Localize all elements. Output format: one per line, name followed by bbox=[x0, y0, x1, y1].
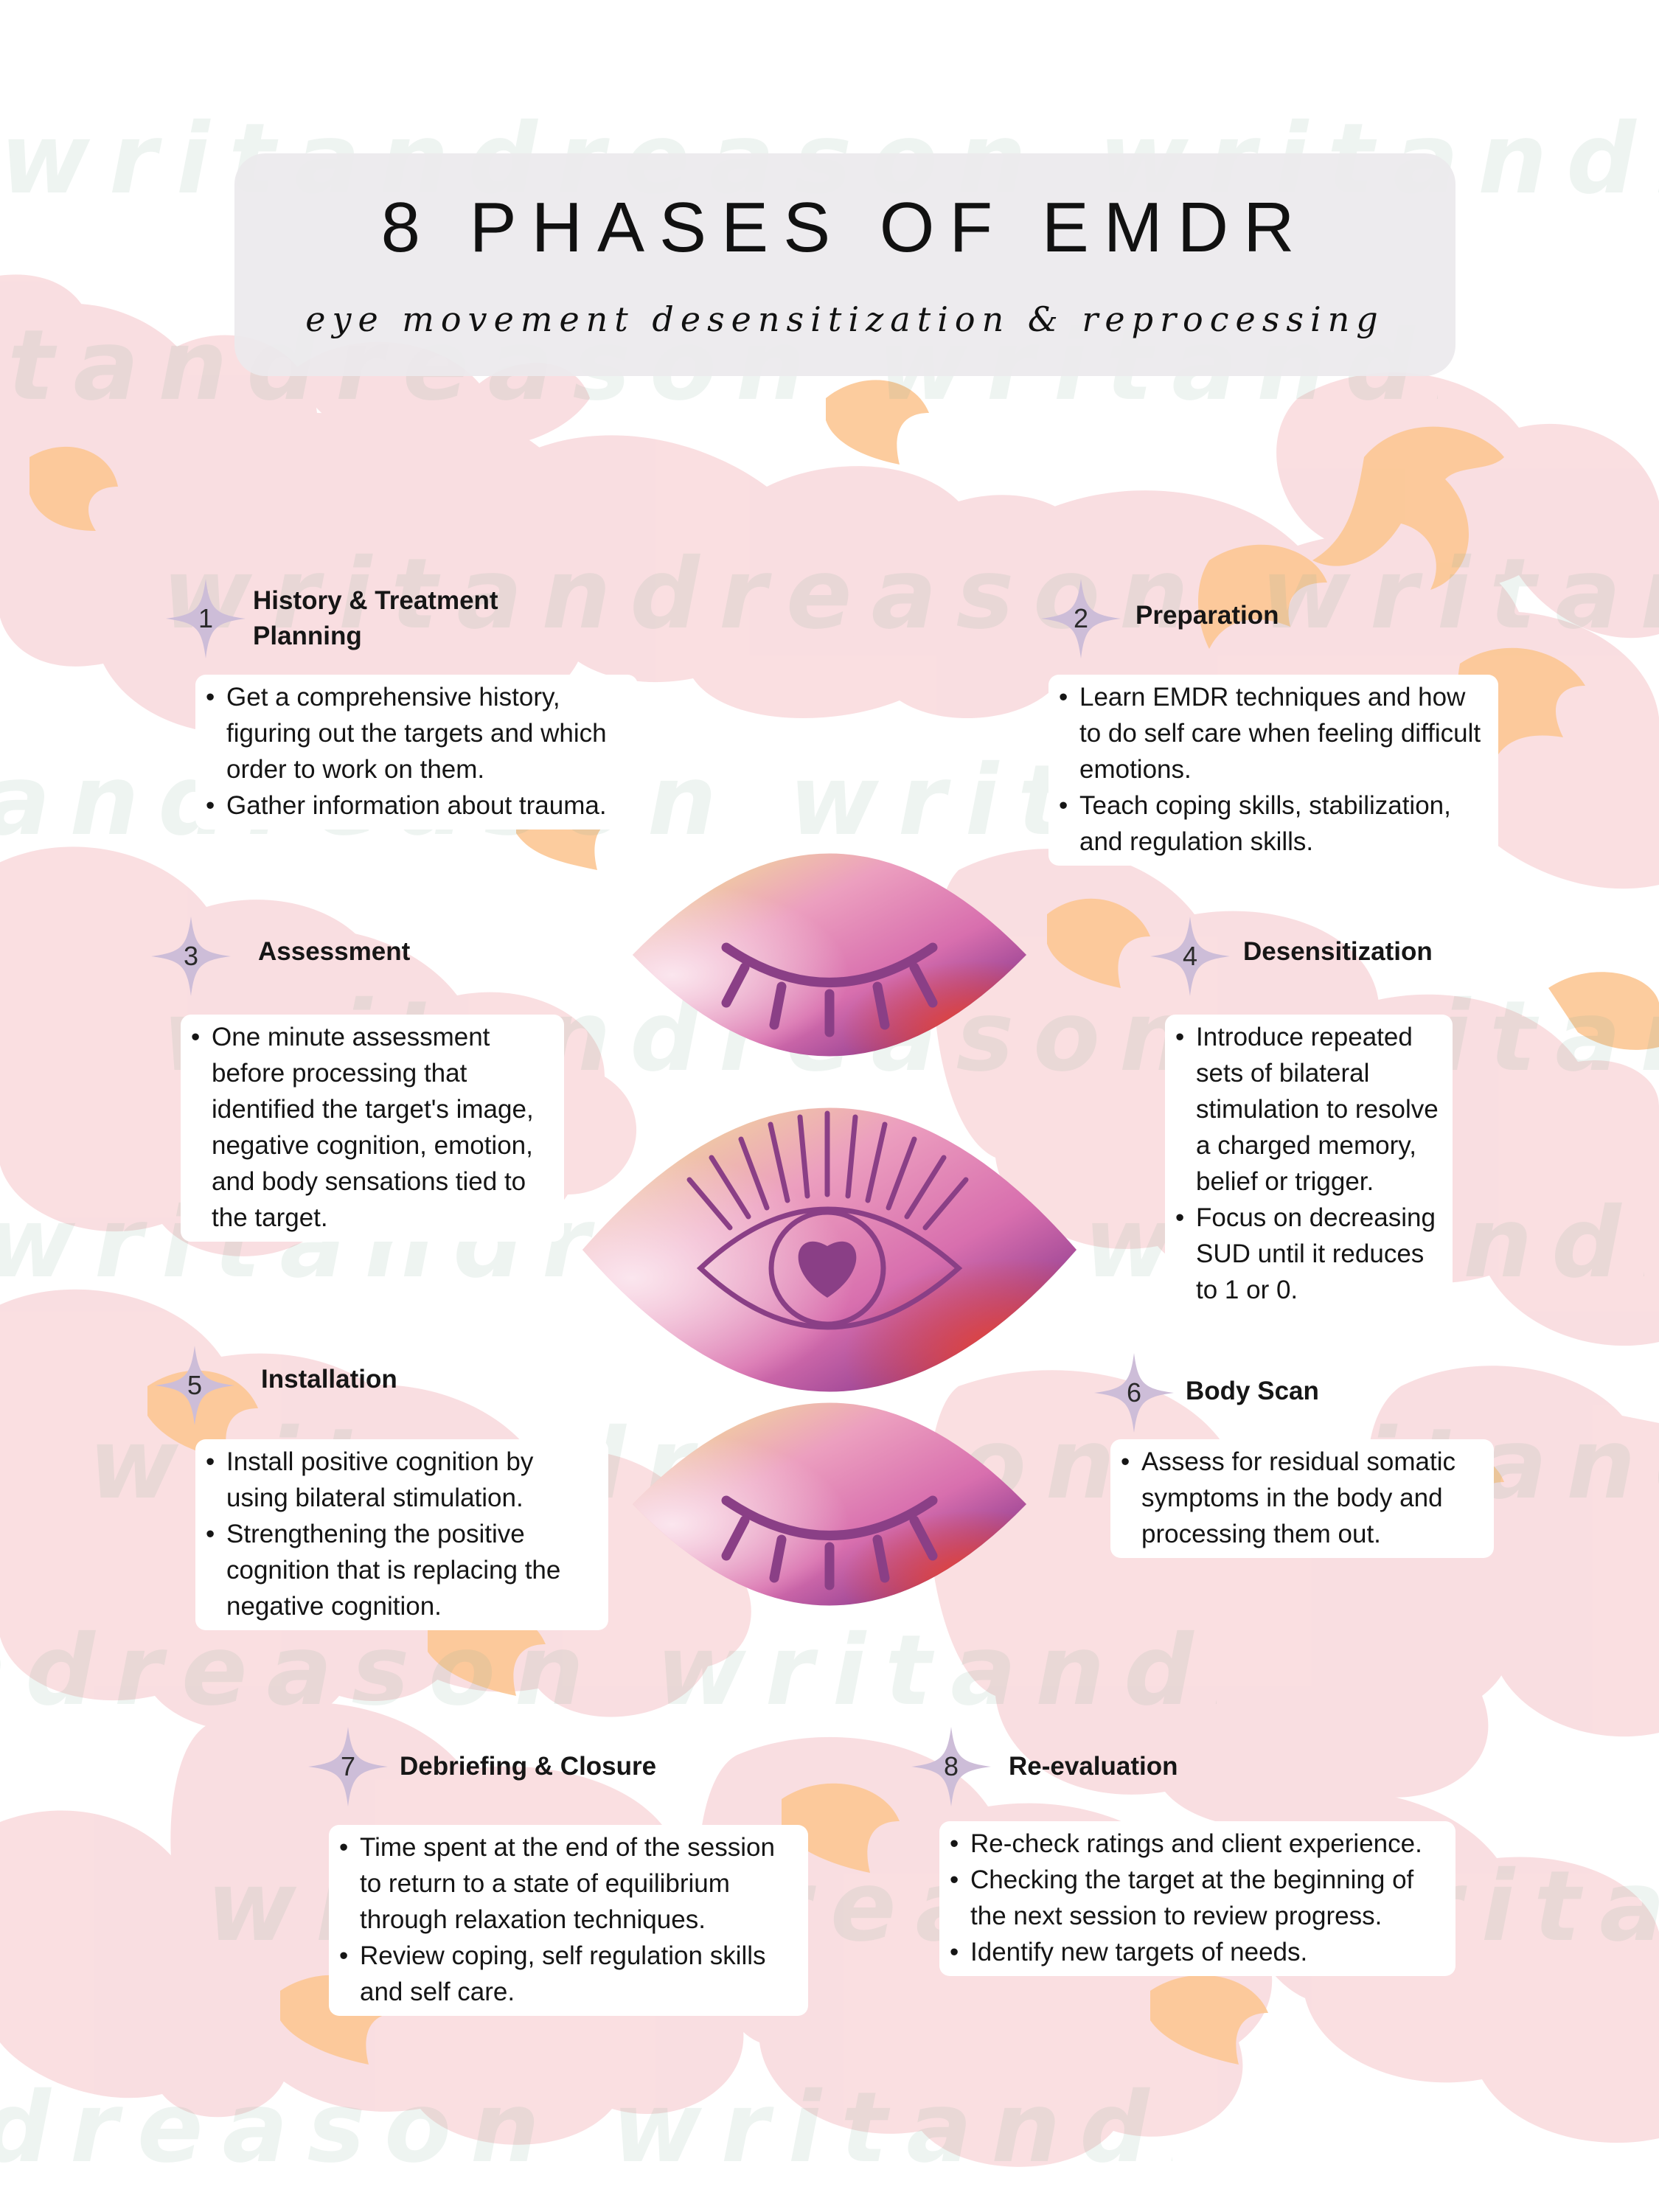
page-title: 8 PHASES OF EMDR bbox=[380, 188, 1310, 267]
watermark-row: writandreason writandreason writandreaso… bbox=[0, 2079, 1172, 2177]
list-item: Teach coping skills, stabilization, and … bbox=[1057, 787, 1488, 860]
list-item: Checking the target at the beginning of … bbox=[948, 1862, 1445, 1934]
watermark-row: writandreason writandreason writandreaso… bbox=[162, 546, 1659, 643]
phase-title: Installation bbox=[261, 1365, 397, 1394]
phase-number: 7 bbox=[340, 1751, 356, 1781]
phase-title: Body Scan bbox=[1186, 1377, 1319, 1405]
list-item: Focus on decreasing SUD until it reduces… bbox=[1174, 1200, 1442, 1308]
phase-title: History & Treatment Planning bbox=[253, 586, 498, 650]
phase-title: Desensitization bbox=[1243, 937, 1433, 966]
four-point-star-icon bbox=[151, 917, 231, 996]
phase-title: Preparation bbox=[1135, 601, 1279, 630]
phase-title: Assessment bbox=[258, 937, 411, 966]
phase-title: Debriefing & Closure bbox=[400, 1752, 657, 1781]
phase-body: Re-check ratings and client experience. … bbox=[939, 1821, 1455, 1976]
list-item: Get a comprehensive history, figuring ou… bbox=[204, 679, 627, 787]
phase-body: Get a comprehensive history, figuring ou… bbox=[195, 675, 638, 830]
list-item: Re-check ratings and client experience. bbox=[948, 1826, 1445, 1862]
page-subtitle: eye movement desensitization & reprocess… bbox=[305, 299, 1385, 339]
phase-body: One minute assessment before processing … bbox=[181, 1015, 564, 1242]
four-point-star-icon bbox=[1150, 917, 1230, 996]
title-card: 8 PHASES OF EMDR eye movement desensitiz… bbox=[234, 153, 1455, 376]
phase-body: Learn EMDR techniques and how to do self… bbox=[1048, 675, 1498, 866]
phase-number: 6 bbox=[1126, 1377, 1142, 1408]
watermark-row: writandreason writandreason writandreaso… bbox=[0, 1622, 1217, 1719]
list-item: Assess for residual somatic symptoms in … bbox=[1119, 1444, 1484, 1552]
list-item: Introduce repeated sets of bilateral sti… bbox=[1174, 1019, 1442, 1200]
phase-number: 8 bbox=[943, 1751, 959, 1781]
phase-body: Assess for residual somatic symptoms in … bbox=[1110, 1439, 1494, 1558]
phase-title: Re-evaluation bbox=[1009, 1752, 1178, 1781]
phase-number: 3 bbox=[183, 941, 199, 971]
four-point-star-icon bbox=[166, 579, 246, 658]
list-item: One minute assessment before processing … bbox=[189, 1019, 554, 1236]
phase-body: Introduce repeated sets of bilateral sti… bbox=[1165, 1015, 1453, 1314]
list-item: Identify new targets of needs. bbox=[948, 1934, 1445, 1970]
list-item: Install positive cognition by using bila… bbox=[204, 1444, 598, 1516]
list-item: Learn EMDR techniques and how to do self… bbox=[1057, 679, 1488, 787]
four-point-star-icon bbox=[911, 1727, 991, 1806]
four-point-star-icon bbox=[1094, 1353, 1174, 1433]
four-point-star-icon bbox=[155, 1346, 234, 1425]
phase-number: 1 bbox=[198, 603, 214, 633]
four-point-star-icon bbox=[308, 1727, 388, 1806]
list-item: Gather information about trauma. bbox=[204, 787, 627, 824]
phase-body: Install positive cognition by using bila… bbox=[195, 1439, 608, 1630]
four-point-star-icon bbox=[1041, 579, 1121, 658]
list-item: Time spent at the end of the session to … bbox=[338, 1829, 798, 1938]
list-item: Strengthening the positive cognition tha… bbox=[204, 1516, 598, 1624]
phase-number: 4 bbox=[1182, 941, 1198, 971]
phase-body: Time spent at the end of the session to … bbox=[329, 1825, 808, 2016]
phase-number: 5 bbox=[187, 1370, 203, 1400]
list-item: Review coping, self regulation skills an… bbox=[338, 1938, 798, 2010]
phase-number: 2 bbox=[1073, 603, 1089, 633]
